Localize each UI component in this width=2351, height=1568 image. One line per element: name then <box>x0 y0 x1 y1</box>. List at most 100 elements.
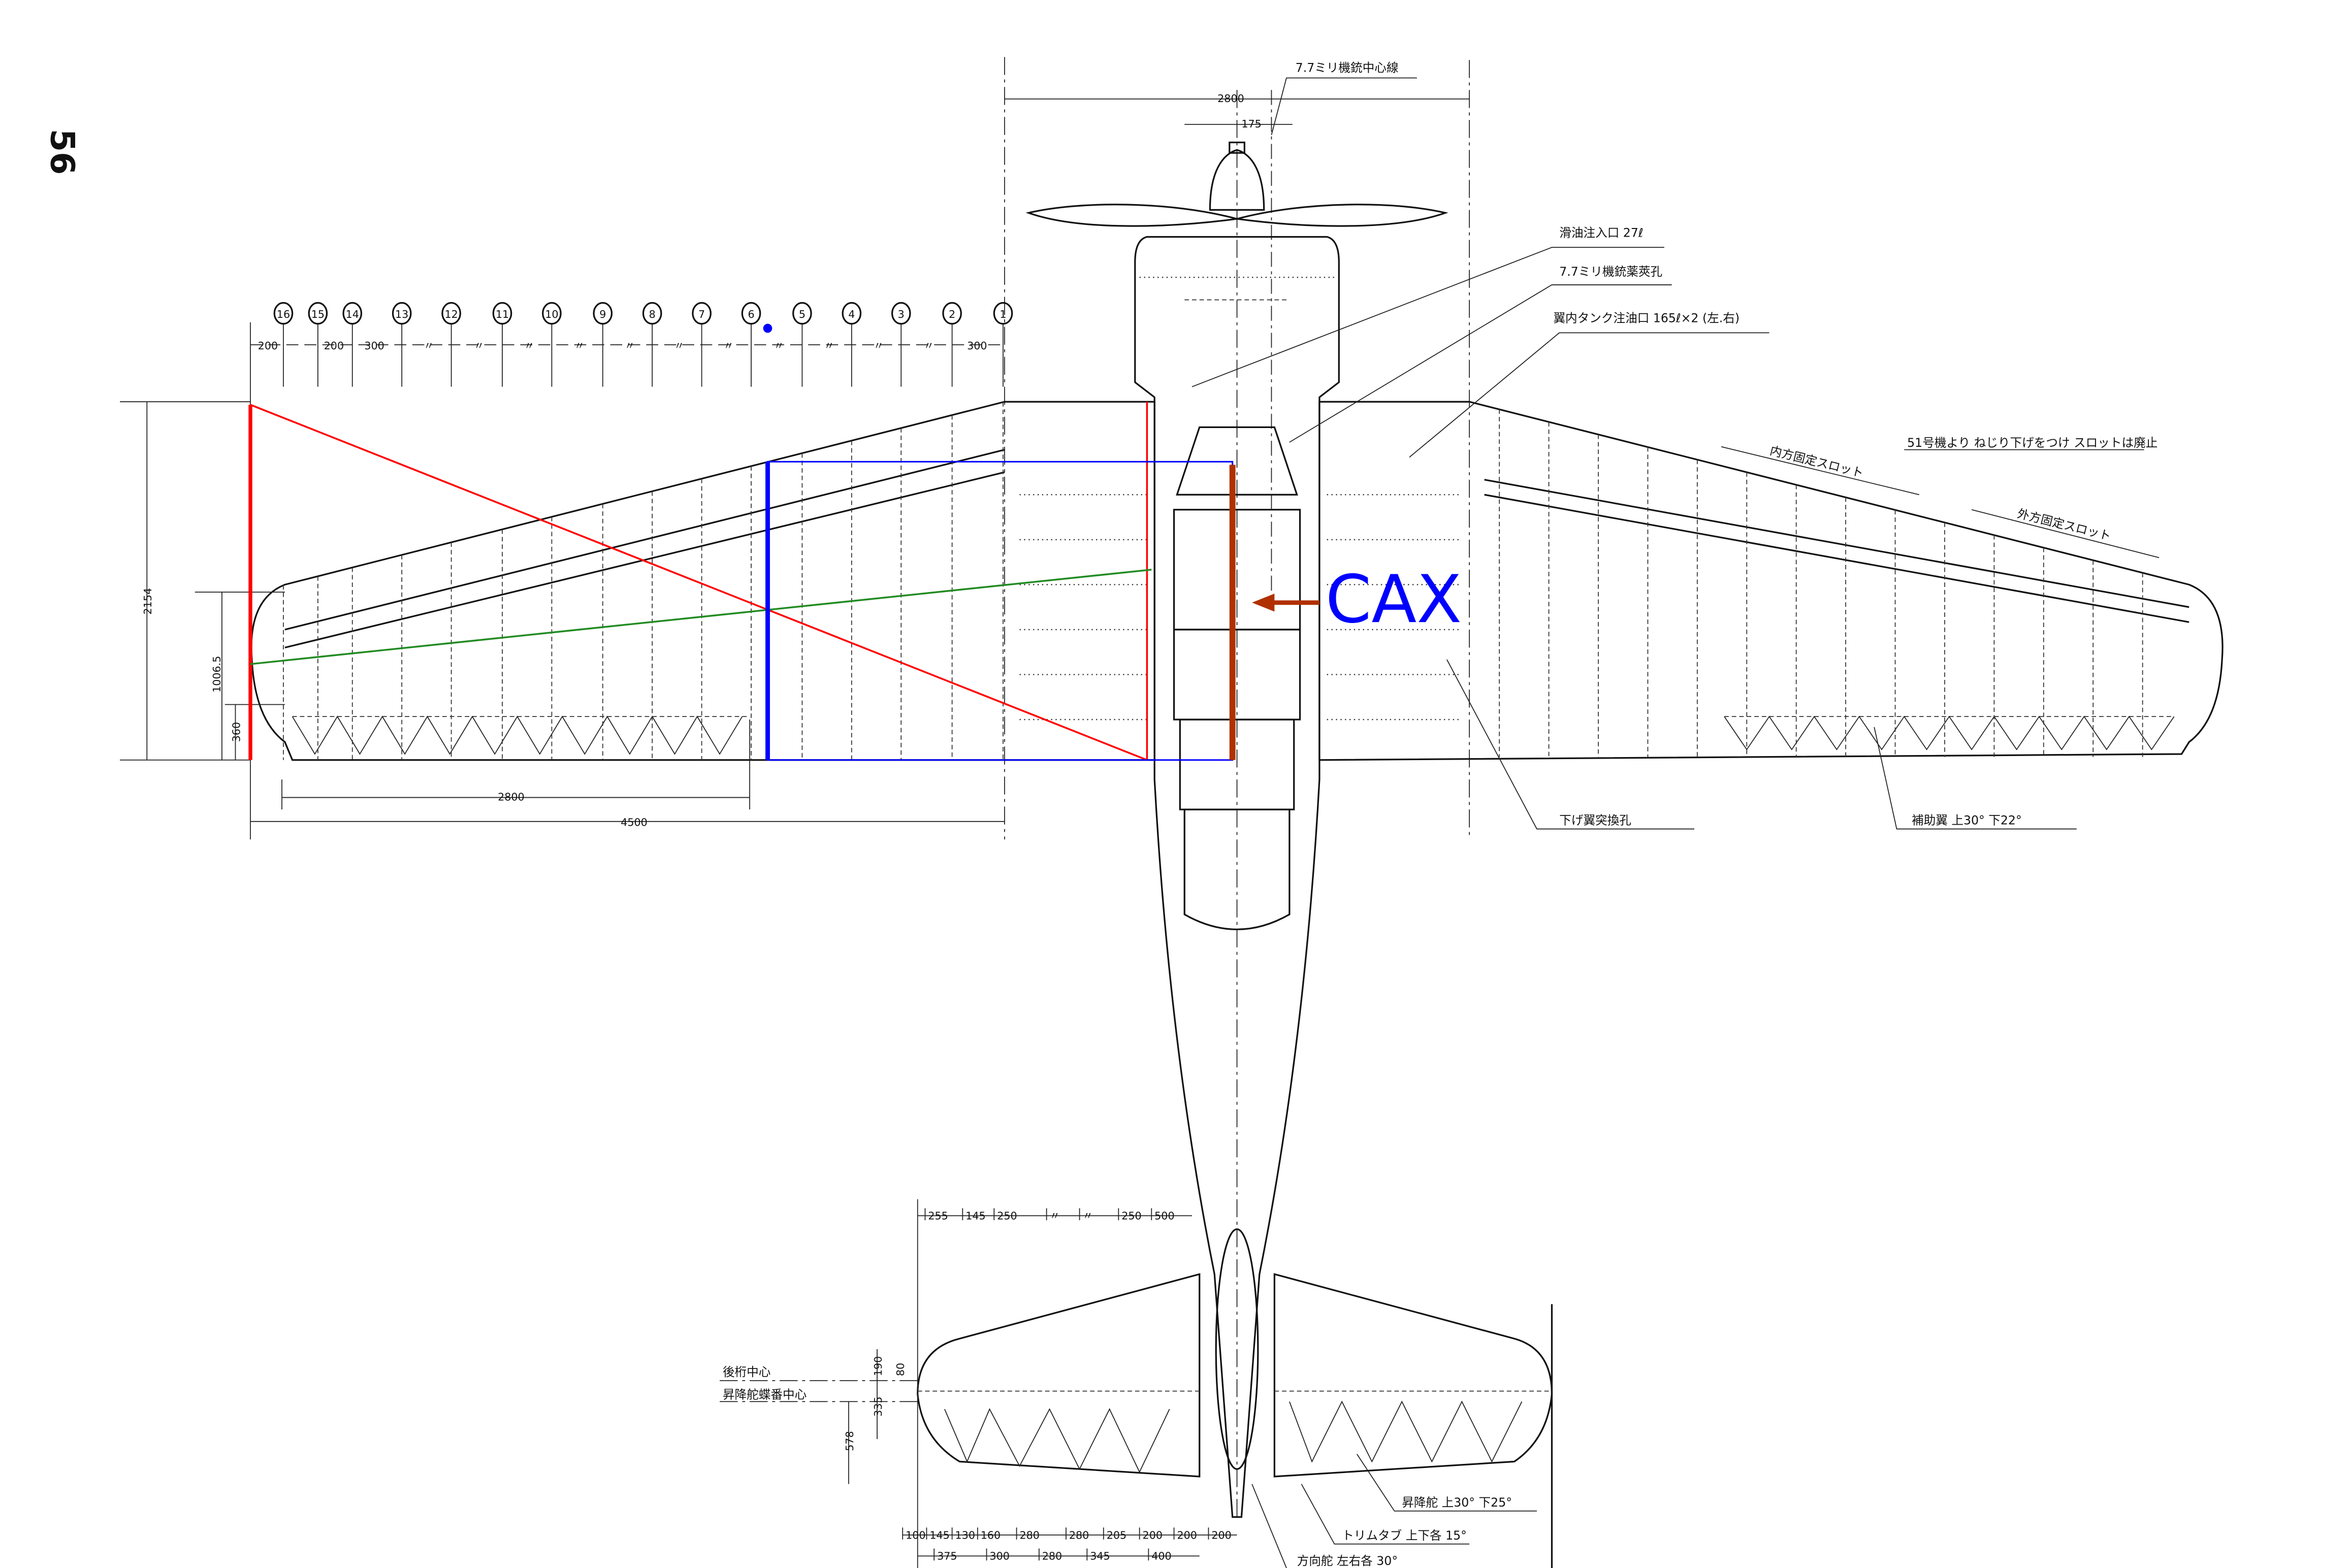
tail-dim: 250 <box>1121 1210 1141 1222</box>
rib-station-label: 7 <box>698 308 705 320</box>
dim-2800-top: 2800 <box>1217 92 1244 105</box>
tail-dim: 280 <box>1069 1529 1089 1541</box>
rib-station-circle <box>993 302 1013 325</box>
gun-case-ejection-note: 7.7ミリ機銃薬莢孔 <box>1559 265 1662 279</box>
flap-hole-note: 下げ翼突換孔 <box>1559 813 1631 828</box>
trim-tab-note: トリムタブ 上下各 15° <box>1342 1528 1467 1543</box>
rib-station-label: 9 <box>599 308 606 320</box>
rudder-note: 方向舵 左右各 30° <box>1297 1554 1398 1568</box>
blue-marker-dot <box>763 323 772 333</box>
rib-dim-last: 300 <box>967 340 987 352</box>
tail-dim-80: 80 <box>894 1363 907 1376</box>
tail-dim: 〃 <box>1082 1210 1093 1222</box>
wing-tank-filler-note: 翼内タンク注油口 165ℓ×2 (左.右) <box>1553 311 1740 325</box>
tail-dim: 500 <box>1154 1210 1174 1222</box>
tail-dim: 280 <box>1042 1550 1062 1562</box>
tail-dim: 200 <box>1177 1529 1197 1541</box>
elevator-note: 昇降舵 上30° 下25° <box>1402 1495 1512 1510</box>
rib-station-label: 10 <box>545 308 558 320</box>
rib-station-circle <box>942 302 962 325</box>
rib-dim-repeat: 〃 <box>574 340 585 352</box>
rib-dim-repeat: 〃 <box>474 340 485 352</box>
tail-dim: 400 <box>1151 1550 1171 1562</box>
horizontal-stabilizer <box>917 1273 1553 1478</box>
cax-label: CAX <box>1326 561 1462 638</box>
fuselage <box>1134 236 1340 1518</box>
rib-spacing-dimensions: 200 200 300 300 〃〃〃〃〃〃〃〃〃〃〃 <box>250 322 1005 405</box>
dim-360: 360 <box>230 722 242 742</box>
rib-dim-repeat: 〃 <box>625 340 635 352</box>
chord-dimensions: 2154 1006.5 360 2800 4500 <box>120 401 1005 840</box>
washout-note: 51号機より ねじり下げをつけ スロットは廃止 <box>1907 436 2157 450</box>
page-number: 56 <box>43 129 81 175</box>
elevator-hinge-center-label: 昇降舵蝶番中心 <box>723 1387 807 1401</box>
rib-station-circle <box>692 302 712 325</box>
rear-spar-center-label: 後桁中心 <box>723 1365 770 1379</box>
rib-station-circle <box>542 302 562 325</box>
rib-dim-repeat: 〃 <box>524 340 535 352</box>
tail-dim: 300 <box>989 1550 1009 1562</box>
rib-station-label: 4 <box>848 308 855 320</box>
rib-station-circle <box>392 302 412 325</box>
rib-station-label: 8 <box>649 308 656 320</box>
red-diagonal <box>250 404 1148 761</box>
rib-station-circle <box>741 302 761 325</box>
rib-station-circle <box>842 302 862 325</box>
tail-dim: 〃 <box>1050 1210 1060 1222</box>
green-quarter-chord-line <box>250 569 1152 665</box>
rib-station-circle <box>593 302 613 325</box>
rib-station-label: 5 <box>799 308 806 320</box>
rib-station-circle <box>891 302 911 325</box>
tail-dim: 280 <box>1019 1529 1039 1541</box>
tail-dim-190: 190 <box>872 1356 884 1376</box>
rib-station-circle <box>492 302 512 325</box>
rib-station-circle <box>642 302 662 325</box>
rib-station-label: 1 <box>1000 308 1006 320</box>
tail-dim: 375 <box>937 1550 957 1562</box>
rib-dim-repeat: 〃 <box>824 340 834 352</box>
rib-dim-repeat: 〃 <box>924 340 935 352</box>
gun-centerline-label: 7.7ミリ機銃中心線 <box>1296 61 1399 75</box>
rib-dim-third: 300 <box>364 340 384 352</box>
rib-station-circle <box>308 302 328 325</box>
rib-station-label: 13 <box>395 308 408 320</box>
left-wing <box>250 401 1155 761</box>
rib-dim-repeat: 〃 <box>674 340 685 352</box>
rib-station-circle <box>342 302 363 325</box>
rib-station-circle <box>441 302 461 325</box>
right-annotations: 滑油注入口 27ℓ 7.7ミリ機銃薬莢孔 翼内タンク注油口 165ℓ×2 (左.… <box>1191 225 2160 830</box>
dim-2800-span: 2800 <box>498 791 525 803</box>
rib-station-label: 2 <box>949 308 955 320</box>
oil-filler-note: 滑油注入口 27ℓ <box>1559 225 1643 240</box>
propeller <box>1025 141 1448 227</box>
tail-dim-335: 335 <box>872 1396 884 1416</box>
rib-station-circle <box>792 302 812 325</box>
tail-dim: 145 <box>965 1210 985 1222</box>
rib-station-label: 14 <box>346 308 359 320</box>
blue-mac-rectangle <box>767 461 1234 761</box>
tail-dim: 145 <box>929 1529 949 1541</box>
tail-dim: 205 <box>1107 1529 1126 1541</box>
rib-station-label: 11 <box>496 308 509 320</box>
mac-construction-overlay: CAX <box>248 323 1462 761</box>
rib-station-label: 16 <box>277 308 290 320</box>
tail-dim: 250 <box>997 1210 1017 1222</box>
tail-dim: 200 <box>1211 1529 1231 1541</box>
top-dimensions: 2800 175 7.7ミリ機銃中心線 <box>1004 61 1470 135</box>
dim-1006-5: 1006.5 <box>211 656 223 693</box>
aileron-note: 補助翼 上30° 下22° <box>1912 813 2022 828</box>
rib-station-label: 12 <box>444 308 458 320</box>
tail-dim: 255 <box>928 1210 948 1222</box>
rib-station-circle <box>273 302 294 325</box>
tail-dim: 160 <box>981 1529 1001 1541</box>
rib-station-label: 15 <box>311 308 325 320</box>
dim-2154: 2154 <box>142 588 154 615</box>
tail-dim: 345 <box>1090 1550 1110 1562</box>
arrow-head-icon <box>1252 594 1275 612</box>
tail-dim-578: 578 <box>844 1431 856 1451</box>
rib-dim-repeat: 〃 <box>723 340 734 352</box>
rib-dim-first: 200 <box>258 340 278 352</box>
tail-dim: 130 <box>955 1529 975 1541</box>
